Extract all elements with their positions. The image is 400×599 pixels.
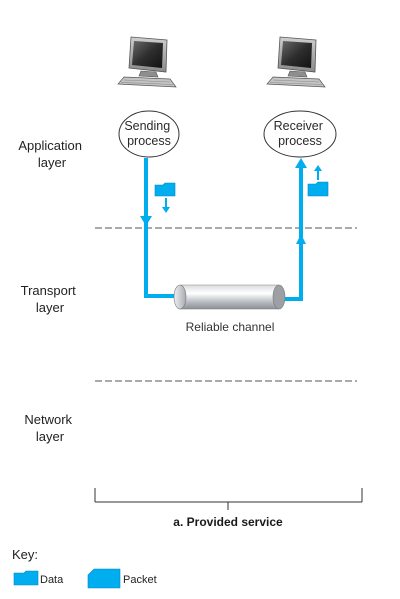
sender-data-icon — [154, 182, 176, 213]
sending-path-arrow — [140, 158, 178, 298]
transport-layer-label-line2: layer — [36, 300, 65, 315]
key-title: Key: — [12, 547, 38, 562]
key-packet-label: Packet — [123, 574, 157, 586]
transport-layer-label-line1: Transport — [21, 283, 77, 298]
sender-computer-icon — [117, 36, 177, 88]
receiver-process-label-line1: Receiver — [274, 119, 323, 133]
sending-process-label-line1: Sending — [124, 119, 170, 133]
receiver-process-label: Receiver process — [274, 119, 327, 148]
key-packet-icon — [87, 568, 121, 589]
key-data-icon — [13, 570, 39, 586]
receiver-computer-icon — [266, 36, 326, 88]
receiver-process-label-line2: process — [278, 134, 322, 148]
network-layer-label-line1: Network — [24, 412, 72, 427]
figure-caption: a. Provided service — [173, 515, 283, 529]
sending-process-label: Sending process — [124, 119, 173, 148]
receiver-data-icon — [307, 165, 329, 197]
network-layer-label-line2: layer — [36, 429, 65, 444]
application-layer-label-line1: Application — [18, 138, 82, 153]
reliable-channel-pipe-icon — [173, 284, 286, 310]
provided-service-bracket — [94, 488, 363, 510]
sending-process-label-line2: process — [127, 134, 171, 148]
reliable-channel-label: Reliable channel — [186, 320, 275, 334]
key-data-label: Data — [40, 574, 64, 586]
sending-process: Sending process — [118, 110, 180, 158]
receiving-path-arrow — [284, 158, 307, 301]
receiver-process: Receiver process — [263, 110, 337, 158]
application-layer-label: Application layer — [18, 138, 85, 170]
transport-layer-label: Transport layer — [21, 283, 80, 315]
application-layer-label-line2: layer — [38, 155, 67, 170]
network-layer-label: Network layer — [24, 412, 75, 444]
